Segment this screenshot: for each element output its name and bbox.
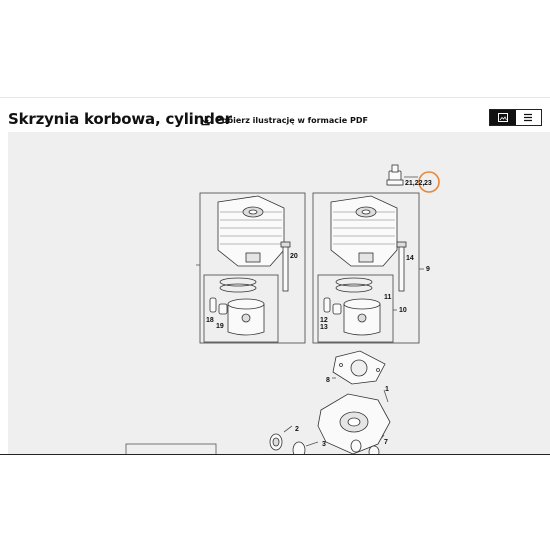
download-pdf-link[interactable]: Pobierz ilustrację w formacie PDF: [200, 115, 368, 126]
callout-2[interactable]: 2: [295, 426, 299, 433]
callout-1[interactable]: 1: [385, 386, 389, 393]
piston-right: [343, 298, 381, 336]
list-view-button[interactable]: [516, 110, 542, 125]
stud-bolt-left: [280, 241, 291, 292]
cylinder-left: [217, 195, 285, 267]
download-pdf-label: Pobierz ilustrację w formacie PDF: [216, 116, 368, 125]
seal-ring-right: [350, 434, 385, 454]
exploded-parts-diagram: 20 18 19 14 9 11 12 13 10 21,22, 23 8 1 …: [8, 132, 550, 454]
stud-bolt-right: [396, 241, 407, 292]
image-view-button[interactable]: [490, 110, 516, 125]
callout-23[interactable]: 23: [424, 180, 432, 187]
seal-ring: [269, 425, 293, 451]
callout-12[interactable]: 12: [320, 317, 328, 324]
callout-18[interactable]: 18: [206, 317, 214, 324]
top-divider: [0, 97, 550, 98]
image-view-icon: [497, 113, 508, 122]
cylinder-right: [330, 195, 398, 267]
callout-8[interactable]: 8: [326, 377, 330, 384]
bearing: [292, 441, 319, 454]
piston-pin-right: [323, 297, 342, 315]
cylinder-gasket: [332, 350, 386, 385]
callout-19[interactable]: 19: [216, 323, 224, 330]
download-icon: [201, 115, 210, 126]
callout-3[interactable]: 3: [322, 441, 326, 448]
callout-9[interactable]: 9: [426, 266, 430, 273]
view-toggle: [489, 109, 542, 126]
piston-left: [227, 298, 265, 336]
partial-frame: [125, 443, 217, 454]
piston-rings-right: [335, 277, 373, 293]
crankcase: [317, 389, 391, 454]
callout-7[interactable]: 7: [384, 439, 388, 446]
callout-14[interactable]: 14: [406, 255, 414, 262]
callout-13[interactable]: 13: [320, 324, 328, 331]
callout-10[interactable]: 10: [399, 307, 407, 314]
cylinder-assembly-right-frame: [312, 192, 420, 344]
cylinder-assembly-left-frame: [199, 192, 306, 344]
piston-kit-right-frame: [317, 274, 394, 343]
callout-21-22[interactable]: 21,22,: [405, 180, 425, 187]
callout-20[interactable]: 20: [290, 253, 298, 260]
callout-11[interactable]: 11: [384, 294, 392, 301]
spark-plug: [386, 164, 418, 186]
highlight-ring: [418, 171, 440, 193]
page-title: Skrzynia korbowa, cylinder: [8, 110, 232, 128]
bottom-divider: [0, 454, 550, 455]
piston-kit-left-frame: [203, 274, 279, 343]
list-view-icon: [524, 113, 533, 122]
piston-rings-left: [219, 277, 257, 293]
piston-pin-left: [209, 297, 228, 315]
